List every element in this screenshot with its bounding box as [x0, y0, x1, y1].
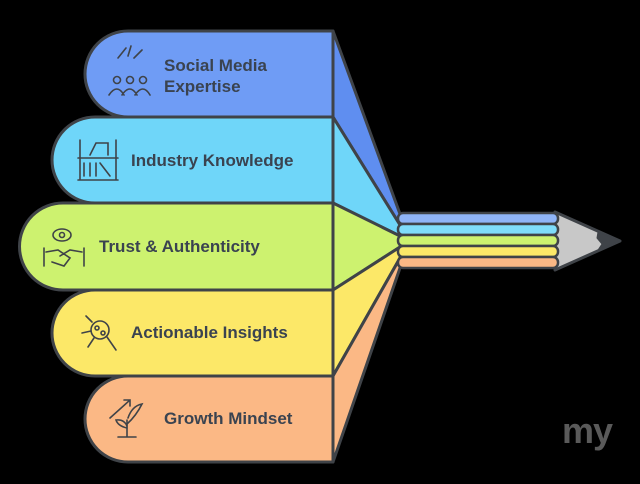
- band-trust: [18, 201, 335, 292]
- magnifier-network-icon: [81, 315, 117, 351]
- bookshelf-icon: [77, 139, 119, 181]
- growing-plant-icon: [109, 399, 144, 438]
- band-growth: [83, 374, 335, 464]
- fireworks-people-icon: [108, 45, 151, 96]
- band-insights: [50, 288, 335, 378]
- pencil-strip-2: [396, 222, 560, 237]
- pencil-strip-5: [396, 255, 560, 270]
- eye-handshake-icon: [43, 228, 85, 267]
- pencil-strip-4: [396, 244, 560, 259]
- pencil-lead: [596, 231, 621, 251]
- item-label-growth-mindset: Growth Mindset: [164, 409, 293, 428]
- pencil-strip-1: [396, 211, 560, 226]
- pencil-strip-3: [396, 233, 560, 248]
- item-label-trust-authenticity: Trust & Authenticity: [99, 237, 260, 256]
- item-label-industry-knowledge: Industry Knowledge: [131, 151, 294, 170]
- item-label-social-media: Social Media Expertise: [164, 56, 267, 96]
- watermark-logo: my: [562, 410, 613, 451]
- item-label-actionable-insights: Actionable Insights: [131, 323, 288, 342]
